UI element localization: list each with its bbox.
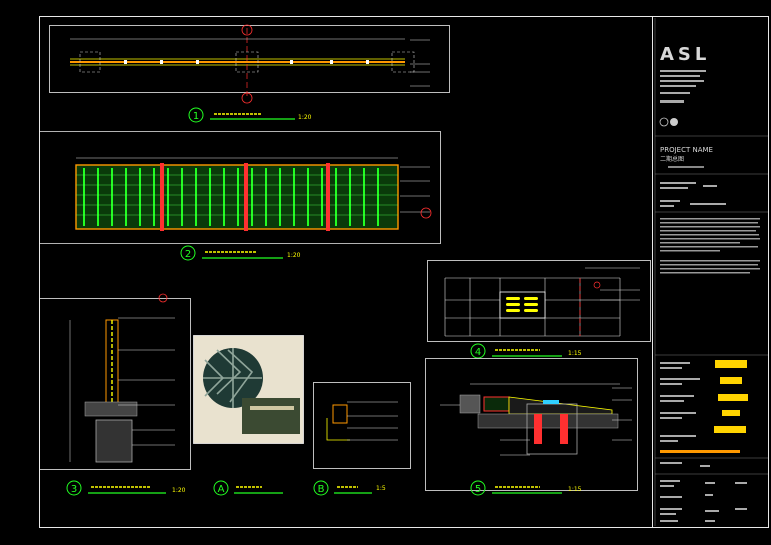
drawing-4-grate-plan: 4 1:15 bbox=[427, 260, 651, 359]
project-name-label: PROJECT NAME bbox=[660, 146, 713, 154]
drawing-2-number: 2 bbox=[185, 249, 191, 260]
drawing-4-scale: 1:15 bbox=[568, 350, 582, 357]
drawing-5-scale: 1:15 bbox=[568, 486, 582, 493]
drawing-3-number: 3 bbox=[71, 484, 77, 495]
company-logo: ASL bbox=[660, 44, 710, 65]
project-name: 二期总图 bbox=[660, 155, 684, 163]
drawing-3-scale: 1:20 bbox=[172, 487, 186, 494]
drawing-2-fence-elevation: 2 1:20 bbox=[39, 131, 441, 261]
drawing-5-grate-section: 5 1:15 bbox=[425, 358, 638, 496]
drawing-1-number: 1 bbox=[193, 111, 199, 122]
drawing-4-number: 4 bbox=[475, 347, 481, 358]
title-block-frame bbox=[652, 16, 769, 528]
title-block: ASL PROJECT NAME 二期总图 bbox=[655, 44, 768, 522]
drawing-2-scale: 1:20 bbox=[287, 252, 301, 259]
detail-b-node: B 1:5 bbox=[313, 382, 411, 496]
detail-a-chainlink-photo: A bbox=[193, 335, 304, 496]
drawing-3-fence-section: 3 1:20 bbox=[39, 293, 191, 496]
drawing-1-fence-plan: 1 1:20 bbox=[49, 24, 450, 123]
sheet-border bbox=[39, 16, 769, 528]
detail-b-number: B bbox=[318, 484, 325, 495]
detail-b-scale: 1:5 bbox=[376, 485, 386, 492]
detail-a-number: A bbox=[218, 484, 225, 495]
drawing-5-number: 5 bbox=[475, 484, 481, 495]
drawing-1-scale: 1:20 bbox=[298, 114, 312, 121]
